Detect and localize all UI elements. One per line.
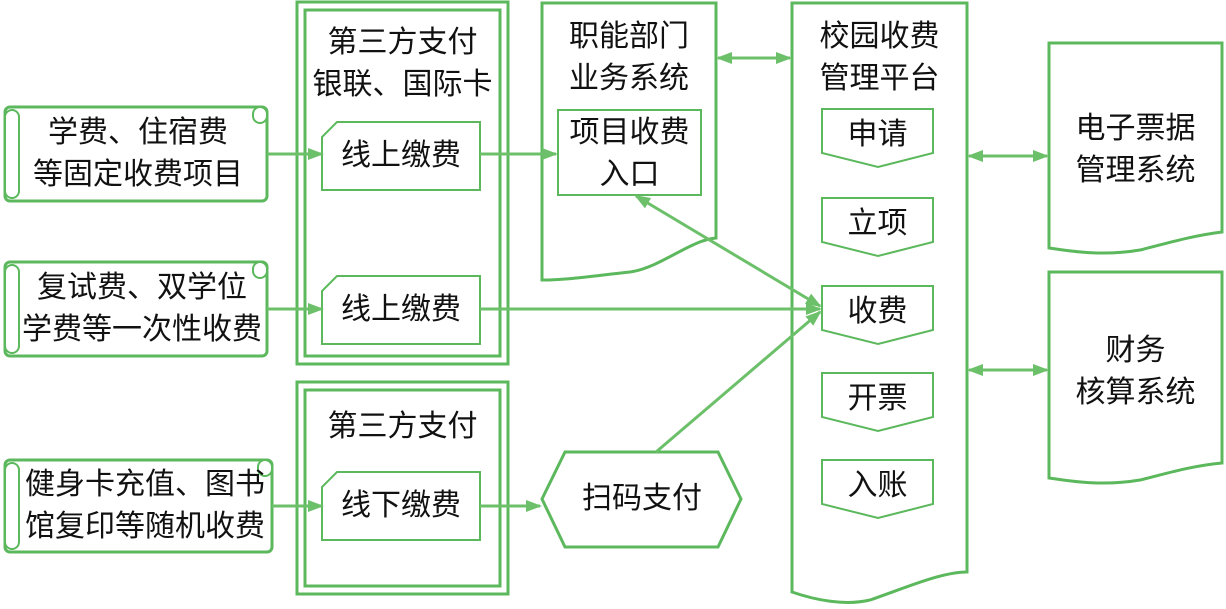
- platform-line2: 管理平台: [819, 61, 940, 96]
- step-shape-approve: [821, 197, 934, 258]
- step-invoice-label: 开票: [847, 381, 908, 416]
- input-random-fees-line2: 馆复印等随机收费: [25, 509, 265, 544]
- online-pay-label-2: 线上缴费: [341, 292, 461, 327]
- offline-pay-card: [321, 471, 481, 541]
- gateway-bottom-title: 第三方支付: [327, 409, 478, 444]
- online-pay-label-1: 线上缴费: [341, 138, 461, 173]
- arrow-entry-collect: [634, 194, 822, 308]
- dept-system-title: 职能部门 业务系统: [542, 16, 716, 100]
- e-invoice-system-label: 电子票据 管理系统: [1049, 108, 1222, 192]
- fee-entry-label: 项目收费 入口: [558, 112, 701, 196]
- input-random-fees-line1: 健身卡充值、图书: [25, 467, 265, 502]
- offline-pay-label: 线下缴费: [341, 488, 461, 523]
- platform-line1: 校园收费: [819, 19, 940, 54]
- scan-pay-label: 扫码支付: [582, 481, 702, 516]
- finance-system-label: 财务 核算系统: [1049, 330, 1222, 414]
- input-random-fees-label: 健身卡充值、图书 馆复印等随机收费: [18, 464, 272, 548]
- finance-system-line2: 核算系统: [1075, 375, 1196, 410]
- finance-system-line1: 财务: [1105, 333, 1166, 368]
- fee-entry-box: [557, 109, 702, 196]
- scan-pay-hexagon: [540, 450, 743, 549]
- e-invoice-system-line2: 管理系统: [1075, 153, 1196, 188]
- fee-entry-line1: 项目收费: [569, 115, 690, 150]
- step-apply-label: 申请: [847, 117, 908, 152]
- finance-system-shape: [1047, 270, 1224, 485]
- step-collect-label: 收费: [847, 294, 908, 329]
- gateway-top-title: 第三方支付 银联、国际卡: [305, 22, 500, 106]
- input-fixed-fees-line1: 学费、住宿费: [48, 115, 228, 150]
- input-one-time-fees-line2: 学费等一次性收费: [22, 312, 262, 347]
- online-pay-card-1: [321, 121, 481, 191]
- arrow-scan-to-collect: [655, 310, 822, 454]
- gateway-top-line2: 银联、国际卡: [312, 67, 493, 102]
- step-post-label: 入账: [847, 468, 908, 503]
- platform-title: 校园收费 管理平台: [792, 16, 967, 100]
- input-one-time-fees-label: 复试费、双学位 学费等一次性收费: [20, 267, 264, 351]
- online-pay-card-2: [321, 275, 481, 345]
- gateway-bottom-box: [295, 380, 510, 596]
- gateway-top-box: [295, 0, 510, 366]
- step-shape-post: [821, 459, 934, 520]
- input-fixed-fees-line2: 等固定收费项目: [33, 157, 243, 192]
- step-shape-apply: [821, 108, 934, 169]
- dept-system-line1: 职能部门: [569, 19, 689, 54]
- step-shape-collect: [821, 285, 934, 346]
- dept-system-line2: 业务系统: [569, 61, 689, 96]
- fee-entry-line2: 入口: [599, 157, 660, 192]
- input-one-time-fees-line1: 复试费、双学位: [37, 270, 247, 305]
- e-invoice-system-shape: [1047, 41, 1224, 255]
- step-shape-invoice: [821, 372, 934, 433]
- e-invoice-system-line1: 电子票据: [1075, 111, 1196, 146]
- input-fixed-fees-label: 学费、住宿费 等固定收费项目: [22, 112, 254, 196]
- gateway-top-line1: 第三方支付: [327, 25, 478, 60]
- step-approve-label: 立项: [847, 206, 908, 241]
